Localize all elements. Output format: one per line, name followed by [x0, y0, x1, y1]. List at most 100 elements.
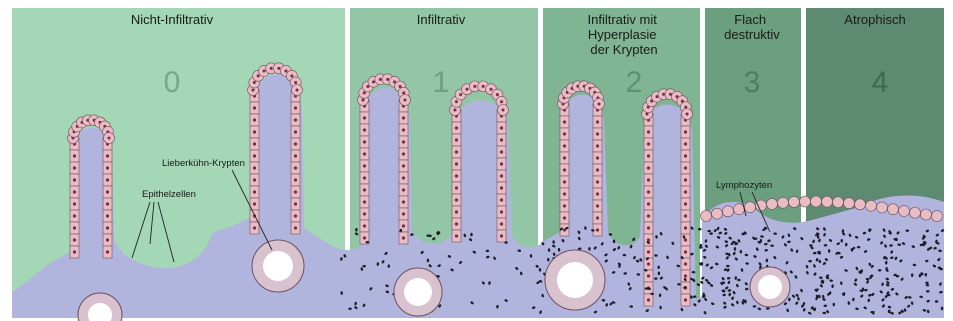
cell-nucleus — [73, 250, 76, 253]
cell-nucleus — [684, 166, 687, 169]
cell-nucleus — [253, 81, 256, 84]
cell-nucleus — [253, 106, 256, 109]
stage-2-number: 2 — [626, 66, 643, 99]
cell-nucleus — [455, 210, 458, 213]
cell-nucleus — [500, 162, 503, 165]
cell-nucleus — [363, 212, 366, 215]
cell-nucleus — [596, 180, 599, 183]
cell-nucleus — [596, 204, 599, 207]
epithelial-cell — [734, 204, 745, 215]
cell-nucleus — [684, 274, 687, 277]
epithelial-cell — [921, 209, 932, 220]
cell-nucleus — [647, 154, 650, 157]
cell-nucleus — [482, 85, 485, 88]
cell-nucleus — [563, 120, 566, 123]
cell-nucleus — [106, 166, 109, 169]
cell-nucleus — [252, 89, 255, 92]
cell-nucleus — [253, 130, 256, 133]
cell-nucleus — [363, 91, 366, 94]
cell-nucleus — [253, 166, 256, 169]
epithelial-cell — [756, 200, 767, 211]
cell-nucleus — [455, 174, 458, 177]
cell-nucleus — [647, 274, 650, 277]
cell-nucleus — [455, 198, 458, 201]
epithelial-cell — [822, 196, 833, 207]
cell-nucleus — [402, 116, 405, 119]
epithelial-cell — [910, 207, 921, 218]
cell-nucleus — [296, 89, 299, 92]
cell-nucleus — [402, 128, 405, 131]
crypt-circle-icon — [545, 250, 605, 310]
cell-nucleus — [454, 109, 457, 112]
lymphocyte-dot-icon — [935, 300, 939, 302]
cell-nucleus — [647, 214, 650, 217]
cell-nucleus — [563, 168, 566, 171]
cell-nucleus — [294, 106, 297, 109]
cell-nucleus — [596, 228, 599, 231]
cell-nucleus — [294, 178, 297, 181]
cell-nucleus — [596, 168, 599, 171]
epithelial-cell — [778, 197, 789, 208]
cell-nucleus — [363, 224, 366, 227]
cell-nucleus — [270, 67, 273, 70]
cell-nucleus — [596, 156, 599, 159]
cell-nucleus — [684, 226, 687, 229]
cell-nucleus — [294, 214, 297, 217]
lymphocyte-dot-icon — [659, 293, 661, 297]
cell-nucleus — [563, 132, 566, 135]
cell-nucleus — [684, 178, 687, 181]
cell-nucleus — [257, 74, 260, 77]
cell-nucleus — [647, 130, 650, 133]
cell-nucleus — [402, 224, 405, 227]
cell-nucleus — [294, 226, 297, 229]
cell-nucleus — [73, 214, 76, 217]
epithelial-cell — [866, 200, 877, 211]
cell-nucleus — [455, 138, 458, 141]
epithelial-cell — [789, 196, 800, 207]
cell-nucleus — [496, 93, 499, 96]
cell-nucleus — [294, 81, 297, 84]
cell-nucleus — [490, 88, 493, 91]
cell-nucleus — [500, 150, 503, 153]
cell-nucleus — [363, 164, 366, 167]
cell-nucleus — [455, 234, 458, 237]
crypt-circle-icon — [252, 240, 304, 292]
cell-nucleus — [294, 118, 297, 121]
cell-nucleus — [363, 116, 366, 119]
cell-nucleus — [106, 154, 109, 157]
crypt-circle-icon — [394, 268, 442, 316]
cell-nucleus — [106, 202, 109, 205]
cell-nucleus — [684, 130, 687, 133]
cell-nucleus — [647, 202, 650, 205]
cell-nucleus — [500, 198, 503, 201]
stage-1-title: Infiltrativ — [417, 12, 466, 27]
cell-nucleus — [466, 88, 469, 91]
cell-nucleus — [500, 174, 503, 177]
cell-nucleus — [684, 214, 687, 217]
cell-nucleus — [372, 80, 375, 83]
cell-nucleus — [684, 298, 687, 301]
cell-nucleus — [500, 222, 503, 225]
cell-nucleus — [500, 186, 503, 189]
cell-nucleus — [363, 236, 366, 239]
cell-nucleus — [402, 140, 405, 143]
cell-nucleus — [684, 262, 687, 265]
cell-nucleus — [455, 162, 458, 165]
cell-nucleus — [73, 154, 76, 157]
cell-nucleus — [363, 176, 366, 179]
cell-nucleus — [106, 226, 109, 229]
epithelial-cell — [855, 199, 866, 210]
cell-nucleus — [363, 128, 366, 131]
epithelial-cell — [767, 198, 778, 209]
cell-nucleus — [647, 262, 650, 265]
cell-nucleus — [285, 69, 288, 72]
cell-nucleus — [596, 144, 599, 147]
cell-nucleus — [106, 178, 109, 181]
cell-nucleus — [253, 178, 256, 181]
cell-nucleus — [455, 126, 458, 129]
epithelial-cell — [899, 205, 910, 216]
cell-nucleus — [563, 216, 566, 219]
cell-nucleus — [662, 93, 665, 96]
cell-nucleus — [106, 250, 109, 253]
cell-nucleus — [647, 226, 650, 229]
